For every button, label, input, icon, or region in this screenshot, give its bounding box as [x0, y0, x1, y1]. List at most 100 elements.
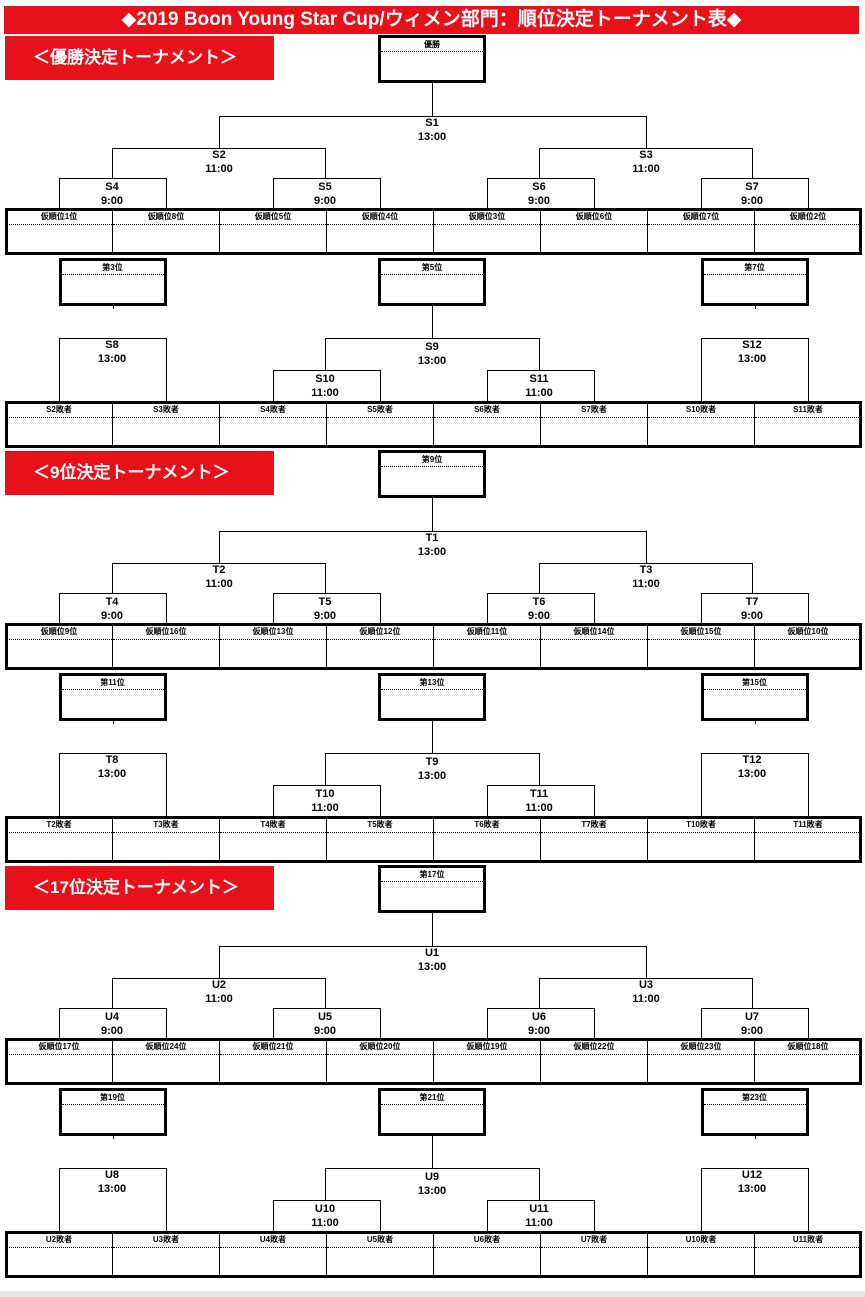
team-slot[interactable]: 仮順位1位: [5, 208, 113, 255]
team-slot[interactable]: 仮順位21位: [219, 1038, 327, 1085]
bracket-line: [272, 785, 381, 786]
team-slot[interactable]: 仮順位8位: [112, 208, 220, 255]
bracket-line: [700, 753, 702, 817]
team-slot[interactable]: 仮順位5位: [219, 208, 327, 255]
loser-slot[interactable]: U4敗者: [219, 1231, 327, 1278]
team-slot[interactable]: 仮順位7位: [647, 208, 755, 255]
bracket-line: [272, 1200, 381, 1201]
place-box[interactable]: 第15位: [700, 673, 809, 721]
bracket-line: [486, 1200, 595, 1201]
team-slot[interactable]: 仮順位16位: [112, 623, 220, 670]
loser-slot[interactable]: U7敗者: [540, 1231, 648, 1278]
loser-slot[interactable]: T7敗者: [540, 816, 648, 863]
team-slot[interactable]: 仮順位24位: [112, 1038, 220, 1085]
place-box[interactable]: 第23位: [700, 1088, 809, 1136]
loser-slot[interactable]: U2敗者: [5, 1231, 113, 1278]
team-slot[interactable]: 仮順位23位: [647, 1038, 755, 1085]
match-name: U8: [104, 1169, 120, 1181]
team-slot[interactable]: 仮順位12位: [326, 623, 434, 670]
box-label: 第11位: [61, 676, 164, 690]
team-slot[interactable]: 仮順位10位: [754, 623, 862, 670]
bracket-line: [700, 1168, 809, 1169]
bracket-line: [486, 1008, 488, 1039]
team-label: 仮順位1位: [6, 209, 112, 225]
loser-slot[interactable]: S2敗者: [5, 401, 113, 448]
bracket-line: [432, 721, 433, 754]
team-slot[interactable]: 仮順位14位: [540, 623, 648, 670]
bracket-line: [593, 1008, 595, 1039]
loser-slot[interactable]: T6敗者: [433, 816, 541, 863]
loser-slot[interactable]: S3敗者: [112, 401, 220, 448]
bracket-line: [165, 1168, 167, 1232]
match-time: 11:00: [311, 802, 339, 814]
loser-slot[interactable]: S7敗者: [540, 401, 648, 448]
team-label: 仮順位6位: [541, 209, 647, 225]
loser-slot[interactable]: U10敗者: [647, 1231, 755, 1278]
loser-slot[interactable]: S11敗者: [754, 401, 862, 448]
team-slot[interactable]: 仮順位15位: [647, 623, 755, 670]
match-name: U12: [741, 1169, 763, 1181]
place-box[interactable]: 第3位: [58, 258, 167, 306]
team-label: U2敗者: [6, 1232, 112, 1248]
bracket-line: [272, 370, 381, 371]
team-slot[interactable]: 仮順位2位: [754, 208, 862, 255]
result-box[interactable]: 優勝: [378, 35, 486, 83]
place-box[interactable]: 第11位: [58, 673, 167, 721]
bracket-line: [272, 1200, 274, 1232]
team-slot[interactable]: 仮順位20位: [326, 1038, 434, 1085]
team-label: 仮順位8位: [113, 209, 219, 225]
team-slot[interactable]: 仮順位3位: [433, 208, 541, 255]
team-slot[interactable]: 仮順位9位: [5, 623, 113, 670]
place-box[interactable]: 第21位: [378, 1088, 486, 1136]
bracket-line: [325, 148, 326, 179]
team-slot[interactable]: 仮順位22位: [540, 1038, 648, 1085]
loser-slot[interactable]: T11敗者: [754, 816, 862, 863]
loser-slot[interactable]: T3敗者: [112, 816, 220, 863]
team-slot[interactable]: 仮順位11位: [433, 623, 541, 670]
result-box[interactable]: 第17位: [378, 865, 486, 913]
place-box[interactable]: 第5位: [378, 258, 486, 306]
place-box[interactable]: 第13位: [378, 673, 486, 721]
match-name: T12: [742, 754, 762, 766]
team-label: 仮順位23位: [648, 1039, 754, 1055]
loser-slot[interactable]: U3敗者: [112, 1231, 220, 1278]
loser-slot[interactable]: S5敗者: [326, 401, 434, 448]
bracket-line: [58, 1008, 167, 1009]
team-slot[interactable]: 仮順位17位: [5, 1038, 113, 1085]
loser-slot[interactable]: S6敗者: [433, 401, 541, 448]
loser-slot[interactable]: T4敗者: [219, 816, 327, 863]
place-box[interactable]: 第7位: [700, 258, 809, 306]
loser-slot[interactable]: T10敗者: [647, 816, 755, 863]
loser-slot[interactable]: U11敗者: [754, 1231, 862, 1278]
bracket-line: [58, 1168, 60, 1232]
loser-slot[interactable]: S4敗者: [219, 401, 327, 448]
bracket-line: [700, 1008, 702, 1039]
match-time: 11:00: [311, 1217, 339, 1229]
loser-slot[interactable]: U5敗者: [326, 1231, 434, 1278]
team-label: 仮順位20位: [327, 1039, 433, 1055]
loser-slot[interactable]: T2敗者: [5, 816, 113, 863]
loser-slot[interactable]: U6敗者: [433, 1231, 541, 1278]
team-slot[interactable]: 仮順位19位: [433, 1038, 541, 1085]
team-slot[interactable]: 仮順位18位: [754, 1038, 862, 1085]
bracket-line: [165, 593, 167, 624]
team-label: T10敗者: [648, 817, 754, 833]
loser-slot[interactable]: S10敗者: [647, 401, 755, 448]
team-label: 仮順位18位: [755, 1039, 861, 1055]
team-slot[interactable]: 仮順位4位: [326, 208, 434, 255]
bracket-line: [325, 338, 540, 339]
team-slot[interactable]: 仮順位6位: [540, 208, 648, 255]
result-box[interactable]: 第9位: [378, 450, 486, 498]
loser-slot[interactable]: T5敗者: [326, 816, 434, 863]
bracket-line: [112, 978, 113, 1009]
team-slot[interactable]: 仮順位13位: [219, 623, 327, 670]
team-label: S5敗者: [327, 402, 433, 418]
place-box[interactable]: 第19位: [58, 1088, 167, 1136]
